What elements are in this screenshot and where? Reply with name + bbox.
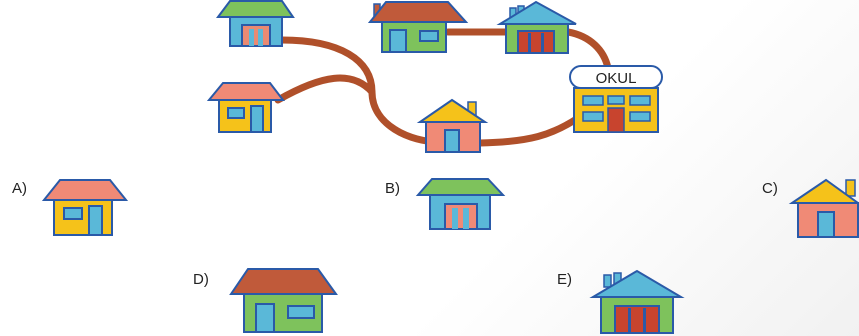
- option-e-house[interactable]: [589, 269, 685, 334]
- house-map-middle-left: [206, 82, 286, 133]
- option-e-label[interactable]: E): [557, 271, 572, 288]
- road-top-left: [278, 36, 444, 146]
- option-d-house[interactable]: [229, 268, 338, 333]
- school-sign-text: OKUL: [596, 70, 637, 87]
- option-b-label[interactable]: B): [385, 180, 400, 197]
- option-c-label[interactable]: C): [762, 180, 778, 197]
- road-network: [274, 28, 612, 147]
- option-a-house[interactable]: [41, 179, 129, 236]
- option-c-house[interactable]: [788, 178, 859, 238]
- option-d-label[interactable]: D): [193, 271, 209, 288]
- house-map-top-center: [367, 1, 469, 53]
- option-b-house[interactable]: [415, 178, 506, 230]
- school-building: OKUL: [569, 65, 663, 133]
- road-bottom-to-school: [476, 114, 582, 147]
- house-map-bottom-center: [416, 98, 489, 153]
- road-middle-left: [274, 74, 376, 104]
- option-a-label[interactable]: A): [12, 180, 27, 197]
- house-map-top-left: [216, 0, 295, 47]
- school-sign: [569, 65, 663, 89]
- road-top-right-to-school: [564, 28, 612, 72]
- house-map-top-right: [496, 0, 577, 54]
